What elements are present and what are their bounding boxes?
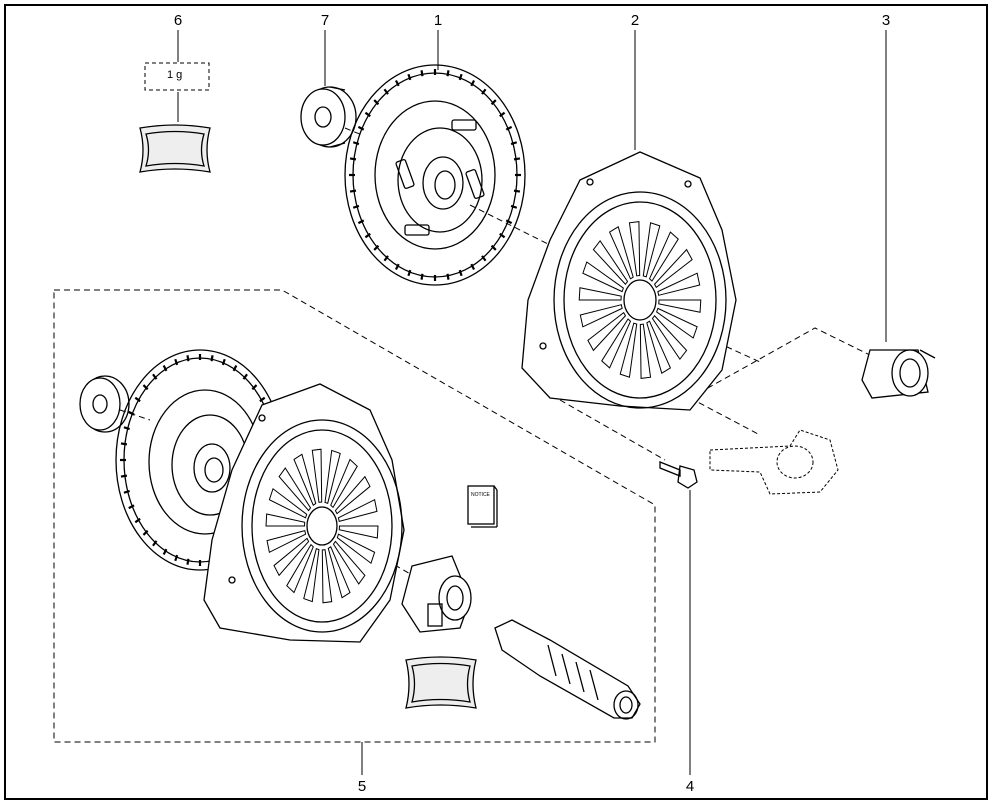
bolt-icon: [659, 461, 698, 489]
callout-2: 2: [630, 12, 640, 29]
assembly-guides: [53, 127, 881, 743]
alignment-tool-icon: [494, 619, 641, 720]
release-bearing-icon: [861, 349, 936, 399]
grease-quantity-label: 1 g: [167, 69, 183, 81]
callout-4: 4: [685, 778, 695, 795]
kit-pilot-bearing-icon: [79, 375, 130, 433]
callout-1: 1: [433, 12, 443, 29]
phantom-actuator-icon: [709, 429, 839, 495]
pilot-bearing-icon: [300, 86, 357, 148]
leader-lines: [177, 30, 887, 775]
kit-release-bearing-icon: [401, 555, 472, 633]
callout-7: 7: [320, 12, 330, 29]
clutch-disc-icon: [344, 64, 526, 286]
kit-pressure-plate-icon: [203, 383, 405, 643]
booklet-label: NOTICE: [471, 492, 491, 498]
grease-quantity-box: [144, 62, 210, 91]
kit-grease-sachet-icon: [405, 656, 477, 709]
pressure-plate-icon: [521, 151, 737, 411]
diagram-frame: [4, 4, 988, 800]
callout-5: 5: [357, 778, 367, 795]
callout-3: 3: [881, 12, 891, 29]
grease-sachet-icon: [139, 124, 211, 173]
callout-6: 6: [173, 12, 183, 29]
instruction-booklet-icon: NOTICE: [467, 485, 498, 528]
